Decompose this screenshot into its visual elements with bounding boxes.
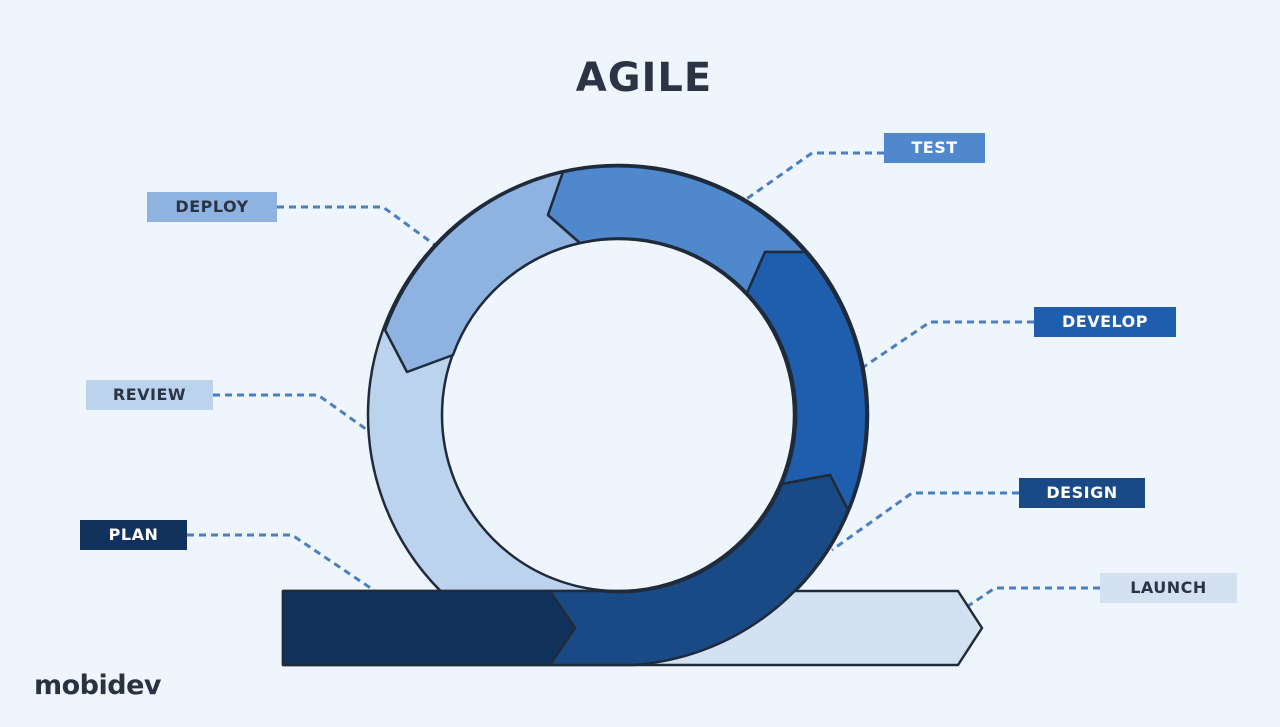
develop-segment	[745, 250, 868, 512]
mobidev-logo: mobidev	[34, 670, 162, 701]
develop-label: DEVELOP	[1034, 307, 1176, 337]
deploy-label: DEPLOY	[147, 192, 277, 222]
launch-connector	[964, 586, 1100, 610]
test-segment	[546, 164, 807, 295]
design-segment	[548, 473, 850, 667]
plan-label: PLAN	[80, 520, 187, 550]
develop-connector	[861, 320, 1034, 370]
plan-bar	[281, 589, 577, 667]
design-connector	[831, 491, 1019, 552]
plan-connector	[187, 533, 376, 593]
test-connector	[744, 151, 884, 202]
deploy-segment	[383, 170, 582, 374]
design-label: DESIGN	[1019, 478, 1145, 508]
deploy-connector	[277, 205, 436, 247]
test-label: TEST	[884, 133, 985, 163]
launch-label: LAUNCH	[1100, 573, 1237, 603]
review-connector	[213, 393, 371, 434]
diagram-title: AGILE	[575, 55, 713, 101]
review-label: REVIEW	[86, 380, 213, 410]
